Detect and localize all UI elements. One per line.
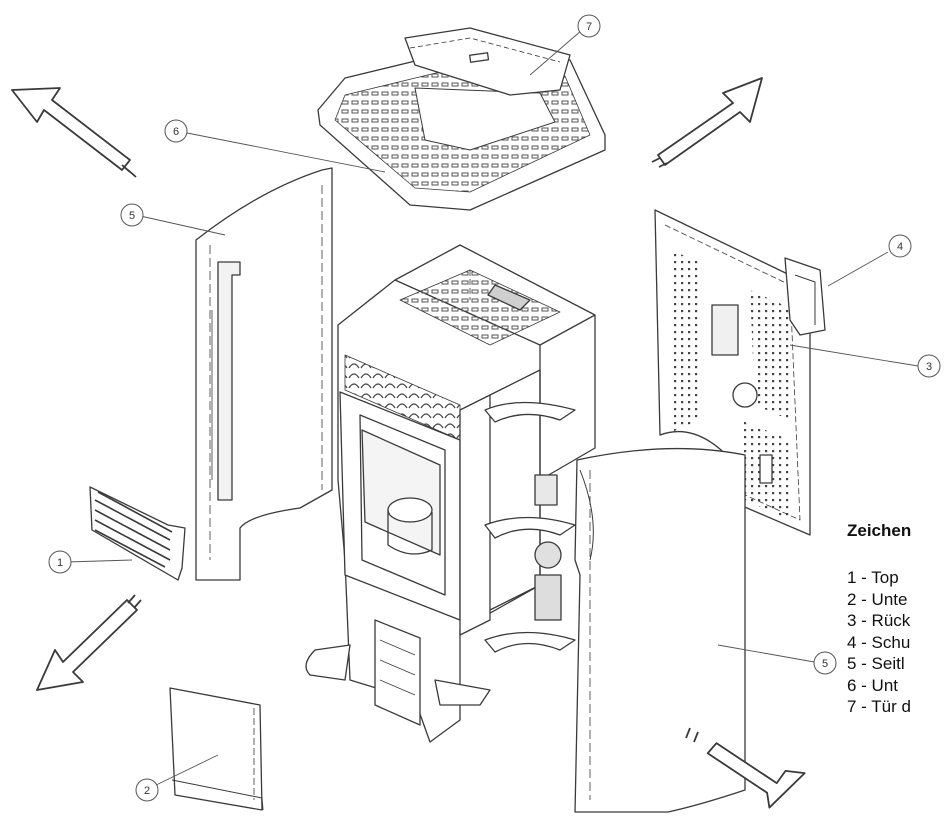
- legend-item: 2 - Unte: [847, 589, 908, 609]
- callout-3: [917, 354, 941, 378]
- callout-label: 5: [129, 210, 135, 222]
- callout-5-right: [813, 651, 837, 675]
- legend-item: 5 - Seitl: [847, 654, 905, 673]
- arrow-bottom-left: [36, 594, 142, 691]
- legend: Zeichen 1 - Top 2 - Unte 3 - Rück 4 - Sc…: [847, 521, 951, 718]
- callout-label: 1: [57, 557, 63, 569]
- bracket-part: [784, 257, 826, 336]
- legend-item: 6 - Unt: [847, 675, 899, 695]
- callout-4: [888, 234, 912, 258]
- callout-6: [164, 119, 188, 143]
- stove-body: [305, 244, 596, 743]
- callout-7: [577, 14, 601, 38]
- rear-panel-part: [654, 209, 811, 536]
- right-side-panel-part: [574, 447, 746, 813]
- legend-item: 7 - Tür d: [847, 697, 911, 716]
- legend-item: 1 - Top: [847, 568, 899, 587]
- legend-item: 4 - Schu: [847, 632, 911, 652]
- front-grille-part: [89, 486, 186, 581]
- top-grid-part: [317, 54, 606, 211]
- callout-label: 5: [822, 658, 828, 670]
- callout-2: [135, 778, 159, 802]
- callout-label: 4: [897, 241, 903, 253]
- callout-5-left: [120, 203, 144, 227]
- lower-cover-part: [169, 687, 264, 811]
- arrow-top-right: [651, 77, 763, 168]
- callout-label: 6: [173, 126, 179, 138]
- arrow-bottom-right: [685, 727, 806, 809]
- callout-label: 7: [586, 21, 592, 33]
- callout-1: [48, 550, 72, 574]
- legend-item: 3 - Rück: [847, 611, 911, 630]
- top-door-part: [404, 27, 571, 96]
- arrow-top-left: [11, 87, 137, 178]
- callout-label: 2: [144, 785, 150, 797]
- left-side-panel-part: [195, 167, 333, 581]
- callout-label: 3: [926, 361, 932, 373]
- legend-title: Zeichen: [847, 521, 912, 540]
